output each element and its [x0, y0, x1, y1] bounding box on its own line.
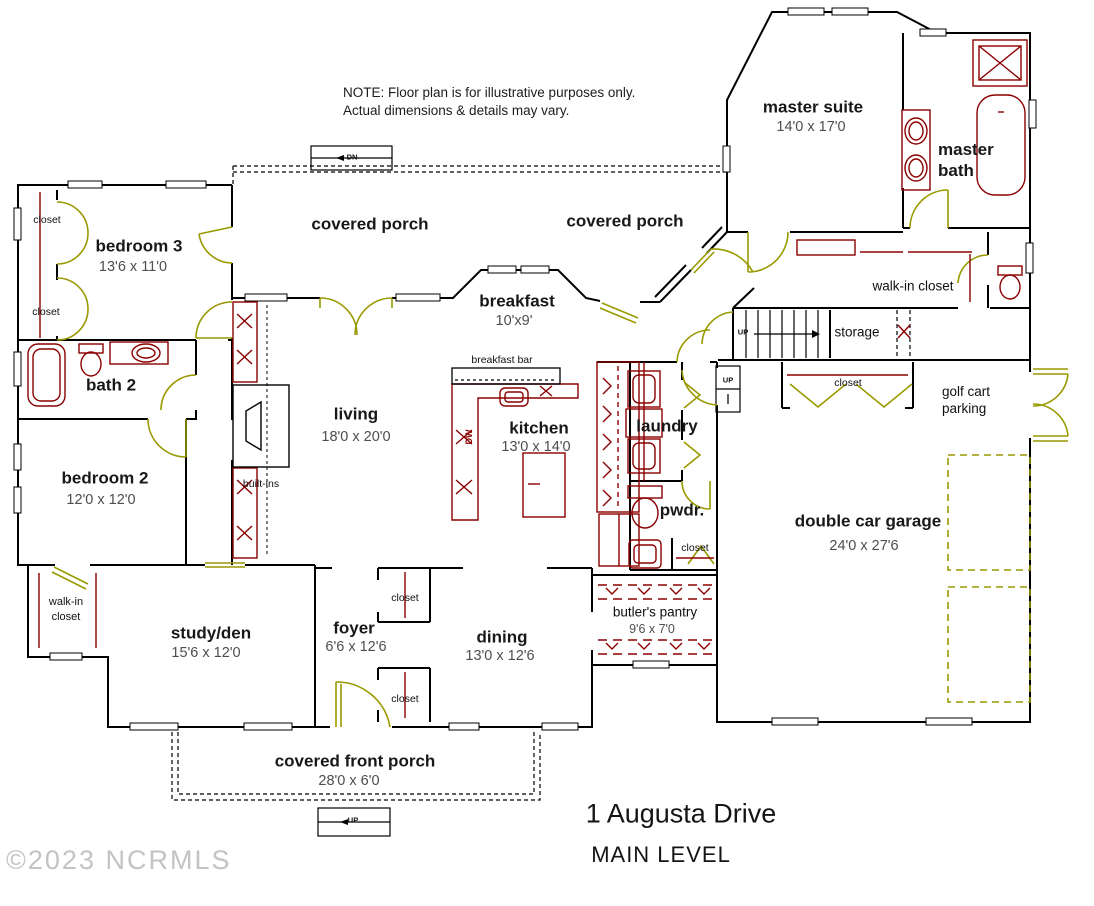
doors	[51, 189, 1069, 728]
porch-dashed-outline	[171, 165, 727, 801]
room-label-garage: double car garage	[794, 511, 942, 531]
windows	[13, 7, 1037, 731]
garage-steps-icon	[715, 365, 741, 413]
room-label-storage: storage	[834, 324, 880, 340]
room-dims-study-den: 15'6 x 12'0	[171, 644, 241, 661]
sink-icon	[628, 539, 662, 569]
plan-level: MAIN LEVEL	[591, 842, 731, 867]
room-label-kitchen: kitchen	[509, 418, 569, 438]
walk-in-closet-line-1: walk-in	[48, 596, 84, 608]
walk-in-closet-line-2: closet	[51, 611, 81, 623]
closet-label-bedroom3-lower: closet	[32, 305, 60, 318]
room-label-golf-cart-parking: golf cart parking	[942, 383, 990, 417]
room-label-bath2: bath 2	[85, 375, 137, 395]
stairs-up-label: UP	[737, 327, 749, 337]
room-label-bedroom2: bedroom 2	[61, 468, 149, 488]
breakfast-bar-counter	[451, 367, 561, 385]
golf-cart-line-1: golf cart	[942, 384, 991, 399]
room-label-master-suite: master suite	[762, 97, 864, 117]
toilet-icon	[627, 485, 663, 529]
plan-address: 1 Augusta Drive	[585, 798, 777, 829]
shower-icon	[972, 39, 1028, 87]
room-dims-garage: 24'0 x 27'6	[829, 537, 899, 554]
room-dims-living: 18'0 x 20'0	[321, 428, 391, 445]
closet-label-stairs: closet	[834, 376, 862, 389]
toilet-icon	[997, 265, 1023, 300]
room-label-living: living	[333, 404, 379, 424]
note-line-1: NOTE: Floor plan is for illustrative pur…	[343, 85, 636, 100]
room-label-powder: pwdr.	[659, 500, 705, 520]
closet-label-foyer-upper: closet	[391, 591, 419, 604]
room-label-dining: dining	[476, 627, 528, 647]
master-bath-line-2: bath	[938, 161, 974, 180]
room-label-walk-in-closet-bedroom2: walk-in closet	[49, 595, 83, 625]
closet-label-foyer-lower: closet	[391, 692, 419, 705]
room-dims-butlers-pantry: 9'6 x 7'0	[629, 621, 675, 636]
garage-steps-up-label: UP	[722, 375, 734, 385]
master-bath-line-1: master	[938, 140, 994, 159]
double-vanity-icon	[901, 109, 931, 191]
room-label-master-bath: master bath	[938, 139, 994, 181]
fixtures	[27, 39, 1028, 718]
sink-icon	[109, 341, 169, 365]
built-ins-label: built-ins	[242, 477, 280, 490]
washer-dryer-icon	[625, 362, 663, 481]
butlers-pantry-counters	[598, 584, 712, 655]
room-dims-bedroom2: 12'0 x 12'0	[66, 491, 136, 508]
disclaimer-note: NOTE: Floor plan is for illustrative pur…	[343, 84, 635, 120]
room-label-breakfast: breakfast	[479, 291, 555, 311]
room-dims-breakfast: 10'x9'	[495, 312, 533, 329]
kitchen-counters	[451, 383, 579, 521]
front-steps-up-label: UP	[347, 815, 359, 825]
toilet-icon	[78, 343, 104, 377]
room-dims-foyer: 6'6 x 12'6	[325, 638, 387, 655]
bathtub-icon	[27, 343, 66, 407]
room-dims-kitchen: 13'0 x 14'0	[501, 438, 571, 455]
porch-steps-down-label: DN	[346, 152, 358, 162]
pantry-cabinets	[596, 361, 640, 567]
note-line-2: Actual dimensions & details may vary.	[343, 103, 570, 118]
closet-rods	[38, 192, 972, 718]
bathtub-icon	[976, 94, 1026, 196]
room-dims-master-suite: 14'0 x 17'0	[776, 118, 846, 135]
golf-cart-line-2: parking	[942, 401, 987, 416]
front-steps-up-icon	[317, 807, 391, 837]
closet-label-bedroom3-upper: closet	[33, 213, 61, 226]
built-in-cabinets	[232, 301, 258, 559]
room-label-covered-porch-right: covered porch	[566, 211, 684, 231]
dishwasher-label: DW	[464, 429, 474, 445]
breakfast-bar-label: breakfast bar	[471, 353, 533, 366]
room-label-covered-front-porch: covered front porch	[274, 751, 436, 771]
room-label-bedroom3: bedroom 3	[95, 236, 183, 256]
room-label-covered-porch-left: covered porch	[311, 214, 429, 234]
room-label-walk-in-closet-master: walk-in closet	[872, 278, 954, 294]
room-label-butlers-pantry: butler's pantry	[612, 604, 698, 620]
stairs-icon	[745, 310, 911, 358]
closet-label-powder: closet	[681, 541, 709, 554]
room-dims-dining: 13'0 x 12'6	[465, 647, 535, 664]
interior-walls	[18, 33, 1030, 727]
room-label-study-den: study/den	[170, 623, 252, 643]
fireplace-icon	[232, 305, 290, 555]
porch-steps-down-icon	[310, 145, 393, 171]
room-dims-bedroom3: 13'6 x 11'0	[98, 258, 168, 275]
watermark: ©2023 NCRMLS	[6, 845, 232, 875]
room-label-laundry: laundry	[636, 416, 698, 436]
room-label-foyer: foyer	[333, 618, 375, 638]
room-dims-covered-front-porch: 28'0 x 6'0	[318, 772, 380, 789]
